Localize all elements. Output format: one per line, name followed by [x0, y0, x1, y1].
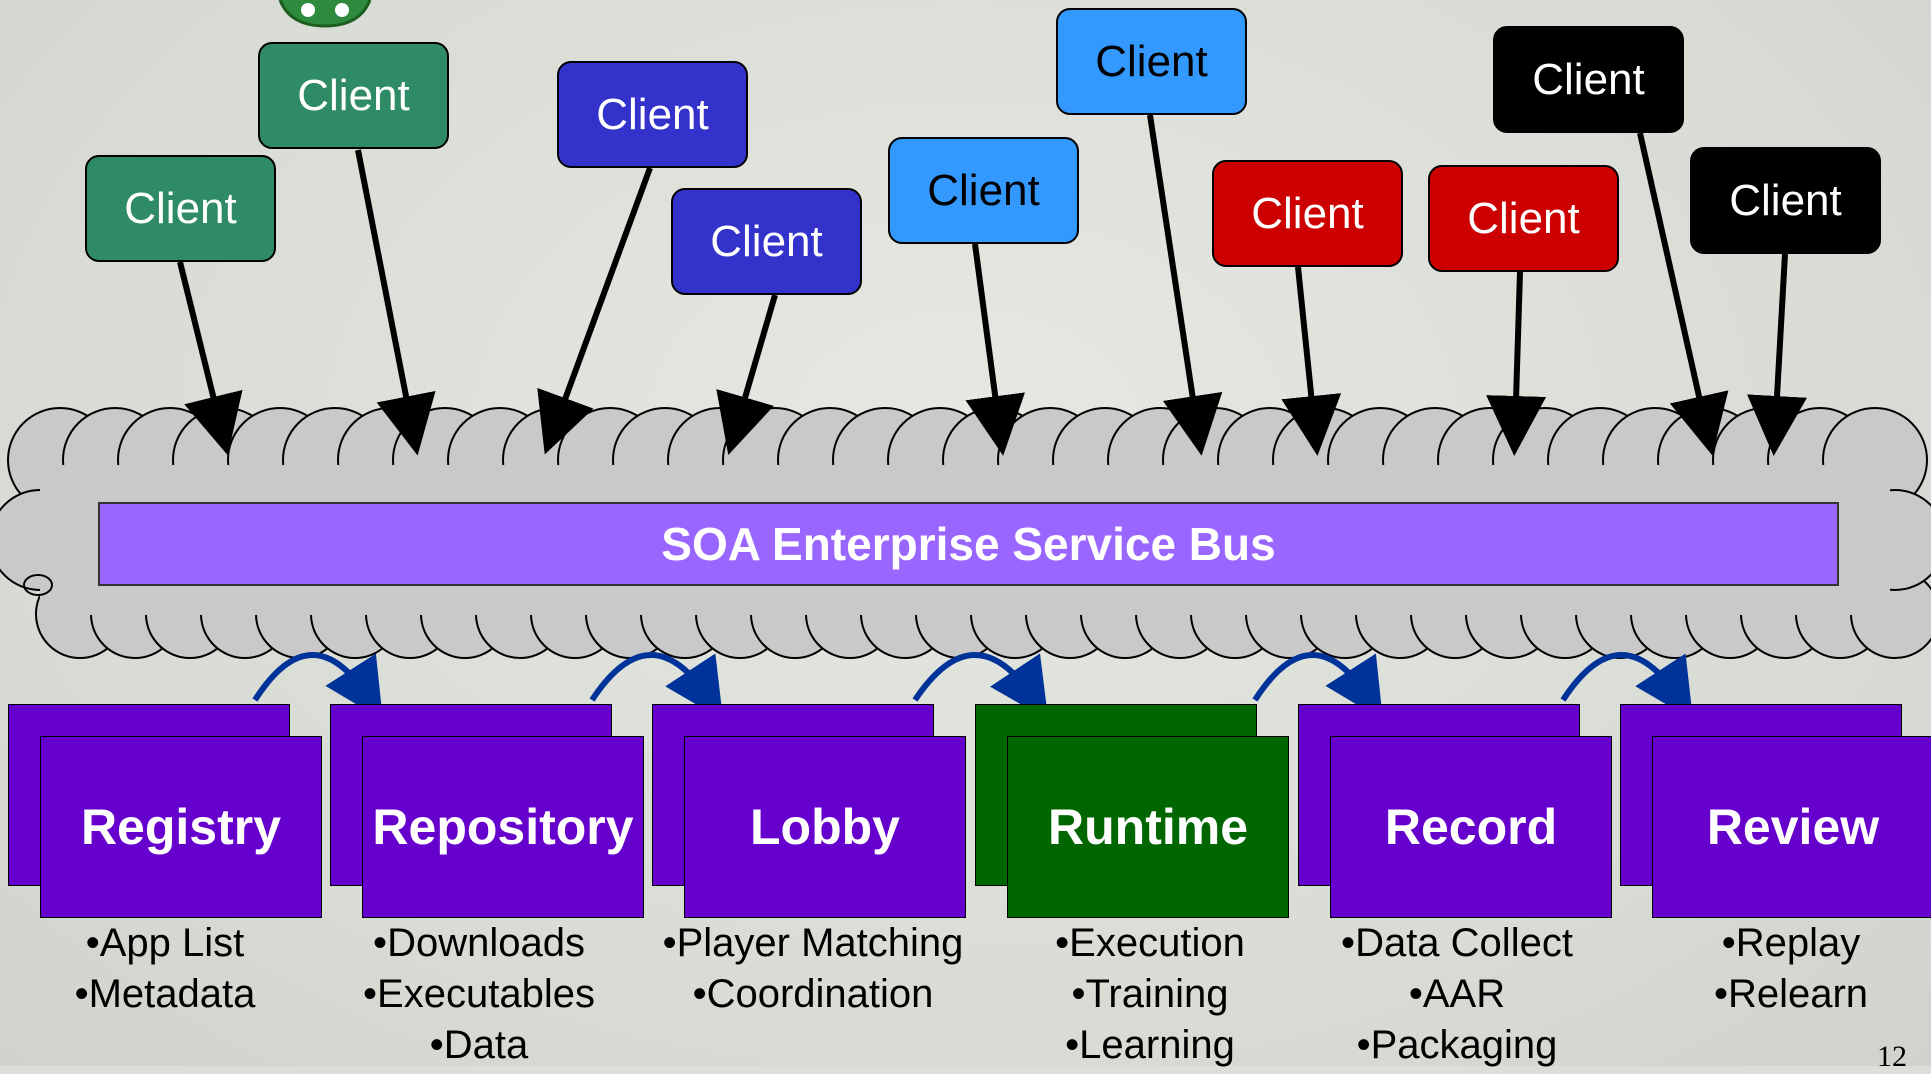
service-label: Record — [1384, 799, 1558, 855]
record-bullets: Data Collect AAR Packaging — [1292, 918, 1622, 1071]
bullet-item: Execution — [985, 918, 1315, 969]
bullet-item: Learning — [985, 1020, 1315, 1071]
connector-arrow — [537, 166, 653, 455]
flow-arrow — [1560, 652, 1694, 721]
service-block-runtime: Runtime — [975, 704, 1293, 920]
client-label: Client — [1532, 54, 1645, 104]
review-bullets: Replay Relearn — [1626, 918, 1931, 1020]
flow-arrow — [912, 652, 1049, 720]
page-number: 12 — [1877, 1040, 1907, 1073]
bullet-item: Relearn — [1626, 969, 1931, 1020]
service-block-face: Lobby — [684, 736, 966, 918]
service-label: Registry — [80, 799, 282, 855]
cloud-curl — [23, 574, 53, 596]
service-bus-label: SOA Enterprise Service Bus — [661, 518, 1276, 570]
bullet-item: Replay — [1626, 918, 1931, 969]
bullet-item: Downloads — [314, 918, 644, 969]
bullet-item: Data Collect — [1292, 918, 1622, 969]
service-block-face: Record — [1330, 736, 1612, 918]
connector-arrow — [1486, 271, 1547, 456]
client-box: Client — [888, 137, 1079, 244]
client-box: Client — [1690, 147, 1881, 254]
seal-emblem-icon — [270, 0, 380, 33]
bullet-item: Metadata — [0, 969, 330, 1020]
connector-arrow — [177, 261, 243, 456]
client-box: Client — [1212, 160, 1403, 267]
client-connector-arrows — [177, 114, 1807, 456]
service-block-record: Record — [1298, 704, 1616, 920]
connector-arrow — [355, 149, 436, 456]
service-block-registry: Registry — [8, 704, 326, 920]
service-label: Review — [1706, 799, 1880, 855]
client-label: Client — [124, 183, 237, 233]
client-box: Client — [258, 42, 449, 149]
service-block-face: Registry — [40, 736, 322, 918]
service-label: Repository — [372, 799, 634, 855]
client-box: Client — [85, 155, 276, 262]
client-label: Client — [1729, 175, 1842, 225]
service-flow-arrows — [252, 652, 1694, 721]
connector-arrow — [1747, 253, 1807, 456]
client-box: Client — [1428, 165, 1619, 272]
client-label: Client — [596, 89, 709, 139]
flow-arrow — [589, 652, 724, 721]
service-block-lobby: Lobby — [652, 704, 970, 920]
bullet-item: Training — [985, 969, 1315, 1020]
connector-arrow — [716, 294, 778, 456]
registry-bullets: App List Metadata — [0, 918, 330, 1020]
bullet-item: Coordination — [648, 969, 978, 1020]
client-label: Client — [297, 70, 410, 120]
service-block-face: Repository — [362, 736, 644, 918]
service-block-review: Review — [1620, 704, 1931, 920]
service-bus-banner: SOA Enterprise Service Bus — [98, 502, 1839, 586]
connector-arrow — [1147, 114, 1223, 456]
bullet-item: AAR — [1292, 969, 1622, 1020]
connector-arrow — [1637, 132, 1729, 456]
client-box: Client — [1493, 26, 1684, 133]
service-block-repository: Repository — [330, 704, 648, 920]
client-box: Client — [1056, 8, 1247, 115]
client-label: Client — [927, 165, 1040, 215]
connector-arrow — [965, 243, 1025, 456]
client-box: Client — [557, 61, 748, 168]
runtime-bullets: Execution Training Learning — [985, 918, 1315, 1071]
client-label: Client — [1251, 188, 1364, 238]
client-box: Client — [671, 188, 862, 295]
service-label: Lobby — [750, 799, 900, 855]
flow-arrow — [252, 652, 383, 721]
repository-bullets: Downloads Executables Data — [314, 918, 644, 1071]
bullet-item: App List — [0, 918, 330, 969]
connector-arrow — [1281, 266, 1342, 456]
bullet-item: Data — [314, 1020, 644, 1071]
bullet-item: Player Matching — [648, 918, 978, 969]
flow-arrow — [1252, 652, 1383, 721]
service-label: Runtime — [1048, 799, 1248, 855]
client-label: Client — [1095, 36, 1208, 86]
client-label: Client — [1467, 193, 1580, 243]
bullet-item: Packaging — [1292, 1020, 1622, 1071]
service-block-face: Runtime — [1007, 736, 1289, 918]
lobby-bullets: Player Matching Coordination — [648, 918, 978, 1020]
bullet-item: Executables — [314, 969, 644, 1020]
service-block-face: Review — [1652, 736, 1931, 918]
client-label: Client — [710, 216, 823, 266]
